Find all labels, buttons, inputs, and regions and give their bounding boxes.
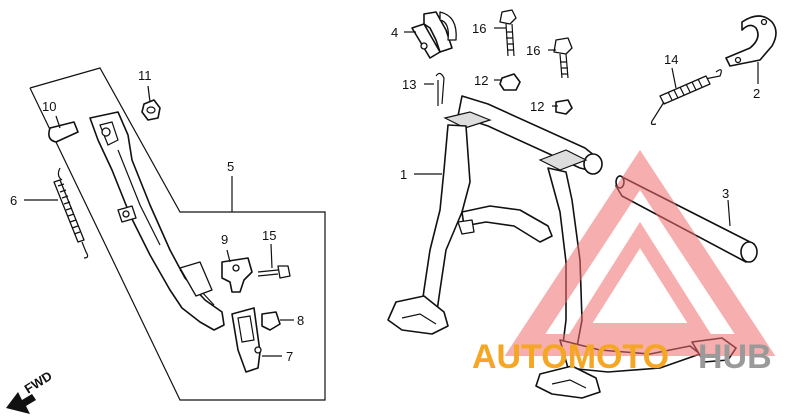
part-16-bolt-a xyxy=(499,9,517,57)
label-part-7: 7 xyxy=(286,349,293,364)
part-10-rubber-cap xyxy=(48,121,79,143)
fwd-arrow-icon: FWD xyxy=(6,368,55,414)
label-part-9: 9 xyxy=(221,232,228,247)
part-13-split-pin xyxy=(435,72,445,106)
side-stand-arm xyxy=(89,111,225,331)
part-8-cap xyxy=(261,311,281,331)
part-2-bracket-plate xyxy=(725,15,777,67)
label-part-10: 10 xyxy=(42,99,56,114)
fwd-label: FWD xyxy=(22,368,55,396)
label-part-5: 5 xyxy=(227,159,234,174)
watermark-text-hub: HUB xyxy=(698,338,772,376)
part-11-nut xyxy=(141,99,161,121)
automotohub-watermark: AUTOMOTO HUB xyxy=(472,149,776,376)
label-part-16-a: 16 xyxy=(472,21,486,36)
part-12-nut-a xyxy=(499,73,521,91)
watermark-text-automoto: AUTOMOTO xyxy=(472,338,669,376)
label-part-15: 15 xyxy=(262,228,276,243)
label-part-2: 2 xyxy=(753,86,760,101)
label-part-12-a: 12 xyxy=(474,73,488,88)
label-part-4: 4 xyxy=(391,25,398,40)
label-part-14: 14 xyxy=(664,52,678,67)
part-9-bracket xyxy=(221,257,253,293)
part-4-clamp xyxy=(411,11,457,59)
watermark-logo-icon xyxy=(504,149,776,356)
part-6-spring xyxy=(53,167,89,259)
label-part-11: 11 xyxy=(138,68,152,83)
part-5-group-outline xyxy=(29,67,326,401)
part-7-switch xyxy=(231,307,261,373)
leader-lines xyxy=(24,27,759,357)
side-stand-group: FWD xyxy=(6,67,326,414)
label-part-8: 8 xyxy=(297,313,304,328)
part-14-spring xyxy=(650,69,722,125)
part-15-bolt xyxy=(257,265,291,279)
label-part-6: 6 xyxy=(10,193,17,208)
part-number-labels: 11 10 5 6 9 15 8 7 4 16 16 13 12 12 1 14… xyxy=(10,21,760,364)
label-part-16-b: 16 xyxy=(526,43,540,58)
label-part-1: 1 xyxy=(400,167,407,182)
label-part-3: 3 xyxy=(722,186,729,201)
label-part-13: 13 xyxy=(402,77,416,92)
part-16-bolt-b xyxy=(553,37,573,79)
label-part-12-b: 12 xyxy=(530,99,544,114)
part-12-nut-b xyxy=(555,99,573,115)
